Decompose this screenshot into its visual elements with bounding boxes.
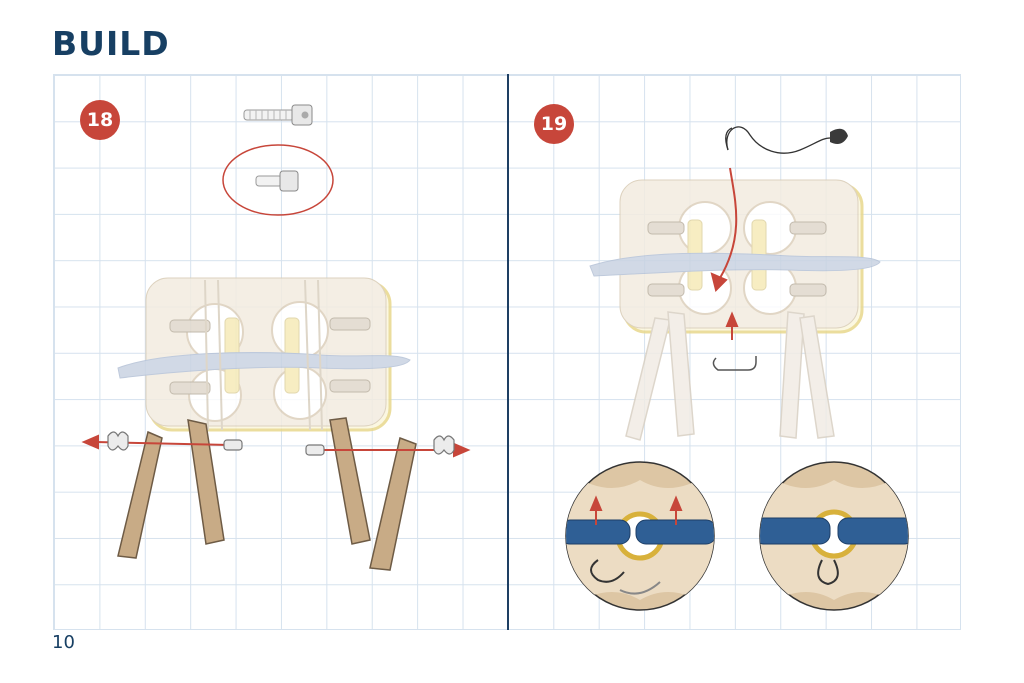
wing-nut-icon [433, 435, 455, 455]
hook-clip-icon [712, 356, 757, 371]
wing-nut-icon [107, 431, 129, 451]
bolt-icon [305, 444, 325, 456]
long-bolt-icon [243, 104, 313, 126]
panel-divider [507, 74, 509, 630]
step-badge-18: 18 [80, 100, 120, 140]
step-badge-19: 19 [534, 104, 574, 144]
cord-pull-icon [725, 126, 831, 154]
threading-arrows [710, 167, 739, 340]
page-number: 10 [52, 632, 75, 653]
step-18-illustration [81, 104, 471, 571]
detail-circle-right [759, 461, 909, 611]
bolt-icon [223, 439, 243, 451]
short-bolt-icon [255, 170, 299, 192]
step-19-illustration [565, 126, 909, 611]
highlight-ellipse [222, 144, 334, 216]
page-title: BUILD [52, 24, 170, 63]
board-assembly [117, 277, 411, 432]
detail-circle-left [565, 461, 715, 611]
legs [117, 417, 417, 571]
board-assembly-upright [589, 179, 881, 441]
